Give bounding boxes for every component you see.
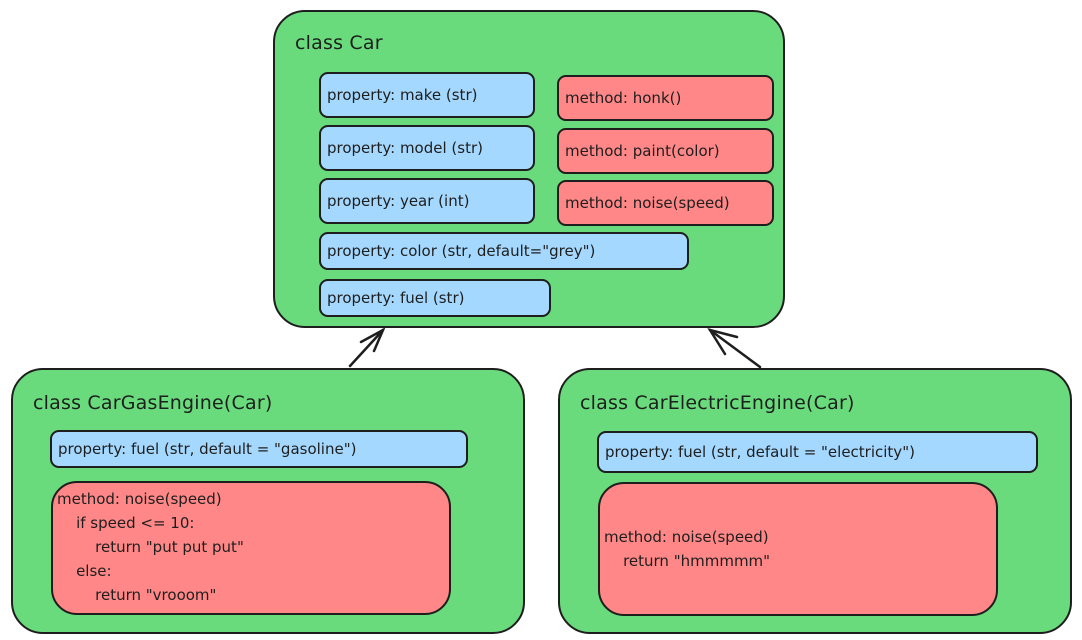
class-car-title: class Car xyxy=(295,32,383,54)
class-gas-engine-title: class CarGasEngine(Car) xyxy=(33,392,273,414)
property-make: property: make (str) xyxy=(319,72,535,118)
class-electric-engine-title: class CarElectricEngine(Car) xyxy=(580,392,855,414)
method-paint: method: paint(color) xyxy=(557,128,774,174)
property-color: property: color (str, default="grey") xyxy=(319,232,689,270)
arrow-electric-to-car xyxy=(707,328,762,369)
property-year: property: year (int) xyxy=(319,178,535,224)
arrow-gas-to-car xyxy=(348,327,386,368)
gas-method-noise: method: noise(speed) if speed <= 10: ret… xyxy=(51,481,451,615)
property-fuel: property: fuel (str) xyxy=(319,279,551,317)
electric-property-fuel: property: fuel (str, default = "electric… xyxy=(597,431,1038,473)
method-noise: method: noise(speed) xyxy=(557,180,774,226)
electric-method-noise: method: noise(speed) return "hmmmmm" xyxy=(598,482,998,616)
gas-property-fuel: property: fuel (str, default = "gasoline… xyxy=(50,430,468,468)
property-model: property: model (str) xyxy=(319,125,535,171)
method-honk: method: honk() xyxy=(557,75,774,121)
